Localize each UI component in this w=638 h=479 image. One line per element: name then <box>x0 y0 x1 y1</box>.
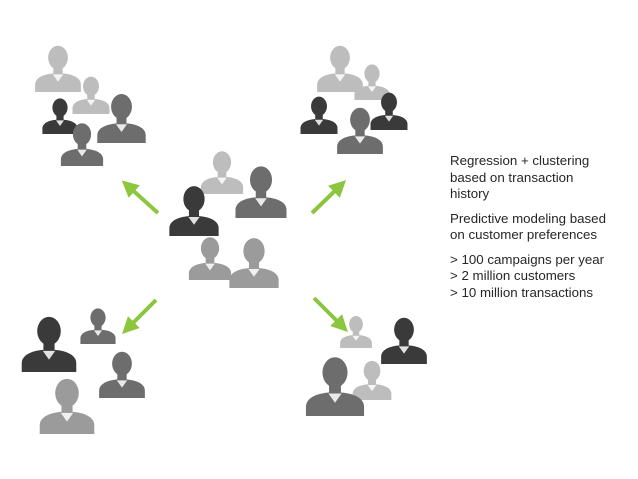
arrow-icon <box>122 298 158 334</box>
people-group <box>305 315 427 416</box>
person-silhouette-icon <box>35 45 81 92</box>
person-silhouette-icon <box>381 317 427 364</box>
person-silhouette-icon <box>229 238 279 288</box>
people-group <box>21 308 145 434</box>
text-block-predictive: Predictive modeling based on customer pr… <box>450 211 632 244</box>
text-panel: Regression + clustering based on transac… <box>450 153 632 309</box>
text-line: > 100 campaigns per year <box>450 251 605 267</box>
people-group <box>300 45 408 154</box>
person-silhouette-icon <box>188 237 232 280</box>
people-group <box>169 151 287 288</box>
text-block-clustering: Regression + clustering based on transac… <box>450 153 632 203</box>
arrows <box>121 180 348 334</box>
person-silhouette-icon <box>80 308 116 344</box>
text-line: on customer preferences <box>450 227 598 242</box>
person-silhouette-icon <box>337 107 383 154</box>
person-silhouette-icon <box>169 186 219 236</box>
arrow-icon <box>121 180 160 215</box>
text-block-stats: > 100 campaigns per year > 2 million cus… <box>450 252 632 302</box>
text-line: Regression + clustering <box>450 153 590 168</box>
person-silhouette-icon <box>300 96 338 134</box>
person-silhouette-icon <box>352 360 392 400</box>
person-silhouette-icon <box>99 351 145 398</box>
people-groups <box>21 45 427 434</box>
person-silhouette-icon <box>340 315 372 348</box>
person-silhouette-icon <box>235 166 287 218</box>
text-line: Predictive modeling based <box>450 210 606 226</box>
person-silhouette-icon <box>305 357 365 416</box>
person-silhouette-icon <box>354 64 390 100</box>
person-silhouette-icon <box>21 316 77 372</box>
text-line: based on transaction <box>450 169 574 185</box>
person-silhouette-icon <box>39 378 95 434</box>
person-silhouette-icon <box>200 151 244 194</box>
person-silhouette-icon <box>60 123 104 166</box>
people-group <box>35 45 146 166</box>
person-silhouette-icon <box>317 45 363 92</box>
text-line: history <box>450 186 490 201</box>
person-silhouette-icon <box>370 92 408 130</box>
person-silhouette-icon <box>97 94 146 143</box>
text-line: > 10 million transactions <box>450 284 594 300</box>
arrow-icon <box>312 296 348 332</box>
person-silhouette-icon <box>42 98 78 134</box>
text-line: > 2 million customers <box>450 268 576 283</box>
person-silhouette-icon <box>72 76 110 114</box>
arrow-icon <box>310 180 347 215</box>
